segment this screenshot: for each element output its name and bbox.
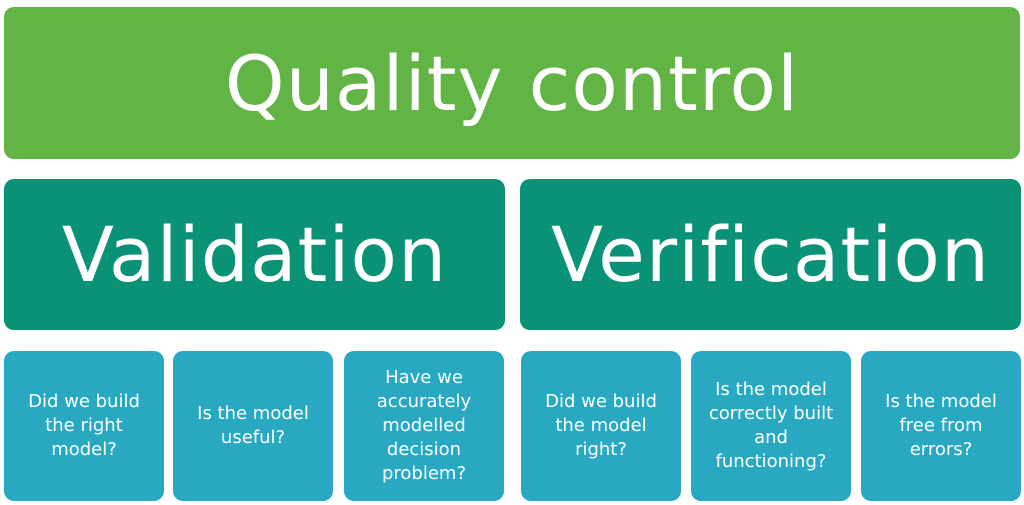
- question-text: Is the model useful?: [197, 403, 309, 448]
- question-text: Is the model correctly built and functio…: [708, 379, 834, 472]
- verification-question-2: Is the model correctly built and functio…: [691, 351, 851, 501]
- quality-control-title-box: Quality control: [4, 7, 1020, 159]
- validation-question-1: Did we build the right model?: [4, 351, 164, 501]
- question-text: Did we build the model right?: [545, 391, 657, 460]
- validation-label: Validation: [61, 210, 448, 299]
- validation-box: Validation: [4, 179, 505, 330]
- diagram-title: Quality control: [224, 38, 800, 128]
- question-text: Have we accurately modelled decision pro…: [376, 367, 472, 484]
- verification-label: Verification: [550, 210, 991, 299]
- validation-question-3: Have we accurately modelled decision pro…: [344, 351, 504, 501]
- verification-question-3: Is the model free from errors?: [861, 351, 1021, 501]
- verification-question-1: Did we build the model right?: [521, 351, 681, 501]
- question-text: Is the model free from errors?: [885, 391, 997, 460]
- verification-box: Verification: [520, 179, 1021, 330]
- validation-question-2: Is the model useful?: [173, 351, 333, 501]
- question-text: Did we build the right model?: [28, 391, 140, 460]
